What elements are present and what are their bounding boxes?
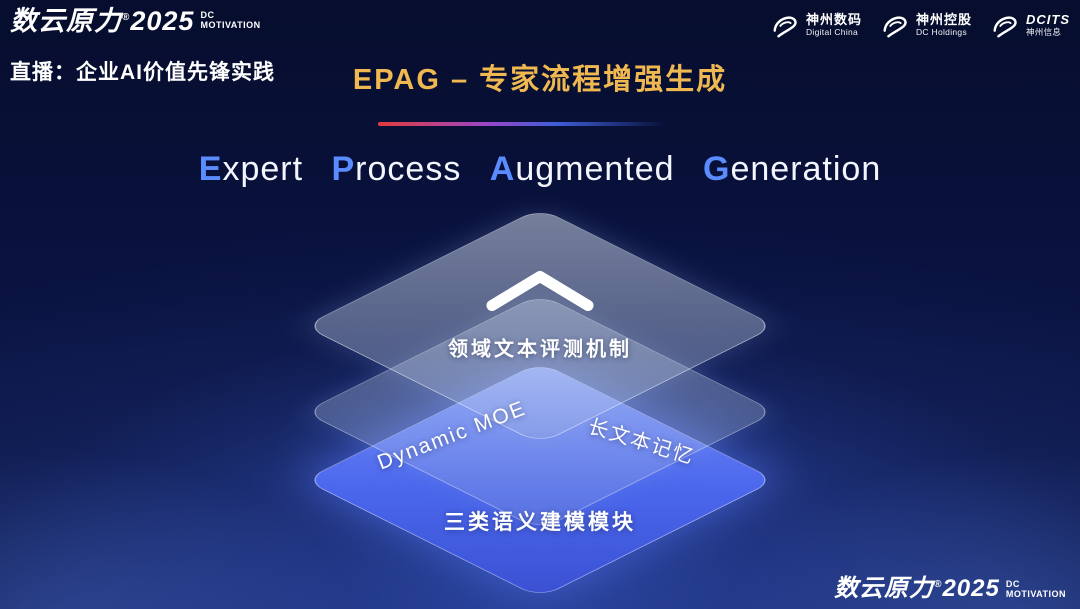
partner-dcits: DCITS 神州信息 — [990, 10, 1070, 40]
title-word: Expert — [198, 150, 304, 188]
brand-name: 数云原力 — [10, 6, 122, 36]
partner-subname: 神州信息 — [1026, 26, 1062, 37]
registered-mark: ® — [934, 579, 943, 590]
brand-logo-bottom-right: 数云原力®2025 DC MOTIVATION — [834, 577, 1066, 601]
partner-dc-holdings: 神州控股 DC Holdings — [880, 10, 972, 40]
chevron-up-icon — [482, 268, 598, 319]
title-word: Augmented — [489, 150, 675, 188]
registered-mark: ® — [122, 12, 131, 23]
brand-name: 数云原力 — [834, 575, 935, 602]
partner-name: DCITS — [1026, 11, 1070, 27]
live-stream-label: 直播：企业AI价值先锋实践 — [10, 61, 275, 84]
partner-subname: Digital China — [805, 26, 859, 37]
brand-wordmark: 数云原力®2025 — [10, 8, 194, 35]
brand-subtext: DC MOTIVATION — [200, 10, 261, 31]
brand-wordmark: 数云原力®2025 — [834, 577, 1000, 601]
bottom-layer-label: 三类语义建模模块 — [444, 511, 636, 534]
slide-title: EPAG – 专家流程增强生成 — [352, 64, 728, 96]
brand-logo-top-left: 数云原力®2025 DC MOTIVATION — [10, 8, 261, 35]
brand-year: 2025 — [130, 6, 195, 36]
partner-name: 神州数码 — [805, 11, 862, 27]
swoosh-logo-icon — [883, 16, 907, 38]
top-layer-label: 领域文本评测机制 — [448, 338, 632, 361]
partner-digital-china: 神州数码 Digital China — [770, 10, 862, 40]
english-title: Expert Process Augmented Generation — [0, 150, 1080, 189]
brand-sub-line2: MOTIVATION — [1005, 588, 1066, 599]
brand-subtext: DC MOTIVATION — [1005, 579, 1066, 600]
brand-year: 2025 — [942, 575, 1000, 602]
brand-sub-line1: DC — [200, 10, 215, 20]
title-word: Generation — [703, 150, 882, 188]
brand-sub-line1: DC — [1005, 579, 1020, 589]
gradient-divider — [378, 122, 666, 126]
title-word: Process — [331, 150, 462, 188]
partner-subname: DC Holdings — [915, 26, 967, 37]
partner-name: 神州控股 — [915, 11, 972, 27]
partner-logos: 神州数码 Digital China 神州控股 DC Holdings DCIT… — [770, 10, 1070, 40]
swoosh-logo-icon — [773, 16, 797, 38]
brand-sub-line2: MOTIVATION — [200, 19, 261, 30]
swoosh-logo-icon — [993, 16, 1017, 38]
